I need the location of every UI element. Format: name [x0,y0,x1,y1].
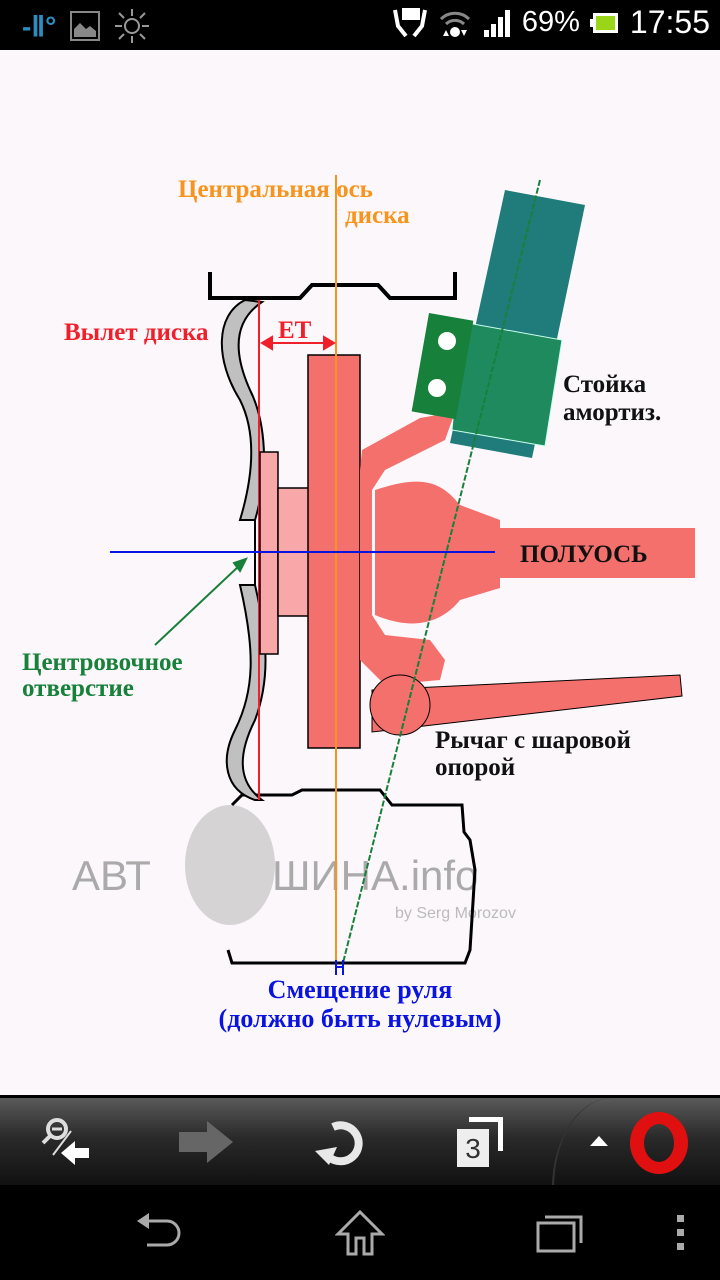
strut-label-2: амортиз. [563,399,661,426]
browser-toolbar: 3 [0,1095,720,1188]
status-bar: -Ⅱ° 69% 17:55 [0,0,720,50]
offset-label: Вылет диска [64,319,209,346]
wheel-disc-face [220,298,267,801]
overflow-menu-button[interactable] [646,1205,716,1260]
steering-knuckle [360,412,455,685]
central-axis-label-2: диска [345,202,410,229]
forward-button[interactable] [172,1110,242,1174]
drive-axle [498,528,695,578]
opera-logo-icon [630,1112,688,1174]
control-arm [371,674,683,733]
watermark-left: АВТ [72,852,151,899]
clock: 17:55 [629,4,710,40]
bolt-hole [438,332,456,350]
scrub-label-2: (должно быть нулевым) [219,1004,502,1033]
rim-top-outline [208,272,457,300]
tire-watermark-image [185,805,275,925]
ball-joint [369,674,431,736]
forward-arrow-icon [179,1121,233,1163]
bolt-hole [428,379,446,397]
rim-bottom-outline [226,788,477,965]
back-button[interactable] [125,1205,195,1260]
lever-label-2: опорой [435,754,515,781]
central-axis-label-1: Центральная ось [178,176,373,203]
reload-button[interactable] [310,1110,380,1174]
overflow-menu-icon [677,1214,684,1250]
nfc-hands-icon [392,7,427,37]
battery-percent: 69% [521,6,580,38]
battery-icon [589,12,618,33]
center-bore-label-1: Центровочное [22,649,183,676]
opera-menu-button[interactable] [552,1098,720,1188]
center-bore-arrow [154,557,248,646]
strut-bracket [411,312,474,420]
watermark-right: ШИНА.info [272,852,478,899]
center-bore-label-2: отверстие [22,675,134,702]
scrub-radius-marker [335,960,344,975]
home-icon [335,1209,385,1255]
tabs-button[interactable]: 3 [445,1110,515,1174]
tab-stack-icon [469,1117,503,1151]
steering-axis-line [342,179,541,964]
zoom-out-back-icon [41,1118,89,1165]
web-page-content: АВТ ШИНА.info by Serg Morozov ПОЛУОСЬ [0,50,720,1095]
et-arrow [260,335,336,351]
lever-label-1: Рычаг с шаровой [435,727,631,754]
wheel-offset-diagram: АВТ ШИНА.info by Serg Morozov ПОЛУОСЬ [22,175,695,1033]
et-label: ET [278,317,312,344]
axle-label: ПОЛУОСЬ [520,541,648,568]
brightness-icon [115,9,150,43]
recent-apps-icon [536,1215,583,1252]
home-button[interactable] [325,1205,395,1260]
reload-icon [315,1121,363,1166]
gallery-icon [70,11,101,41]
strut-label-1: Стойка [563,371,647,398]
wifi-icon [439,11,470,37]
tabs-count: 3 [457,1129,489,1167]
menu-up-arrow-icon [590,1136,608,1146]
signal-icon [483,9,510,37]
scrub-label-1: Смещение руля [268,975,453,1004]
navigation-bar [0,1185,720,1280]
back-icon [137,1212,181,1246]
recent-apps-button[interactable] [525,1205,595,1260]
temperature-icon: -Ⅱ° [22,10,57,42]
zoom-out-back-button[interactable] [36,1110,106,1174]
watermark-author: by Serg Morozov [395,905,516,922]
